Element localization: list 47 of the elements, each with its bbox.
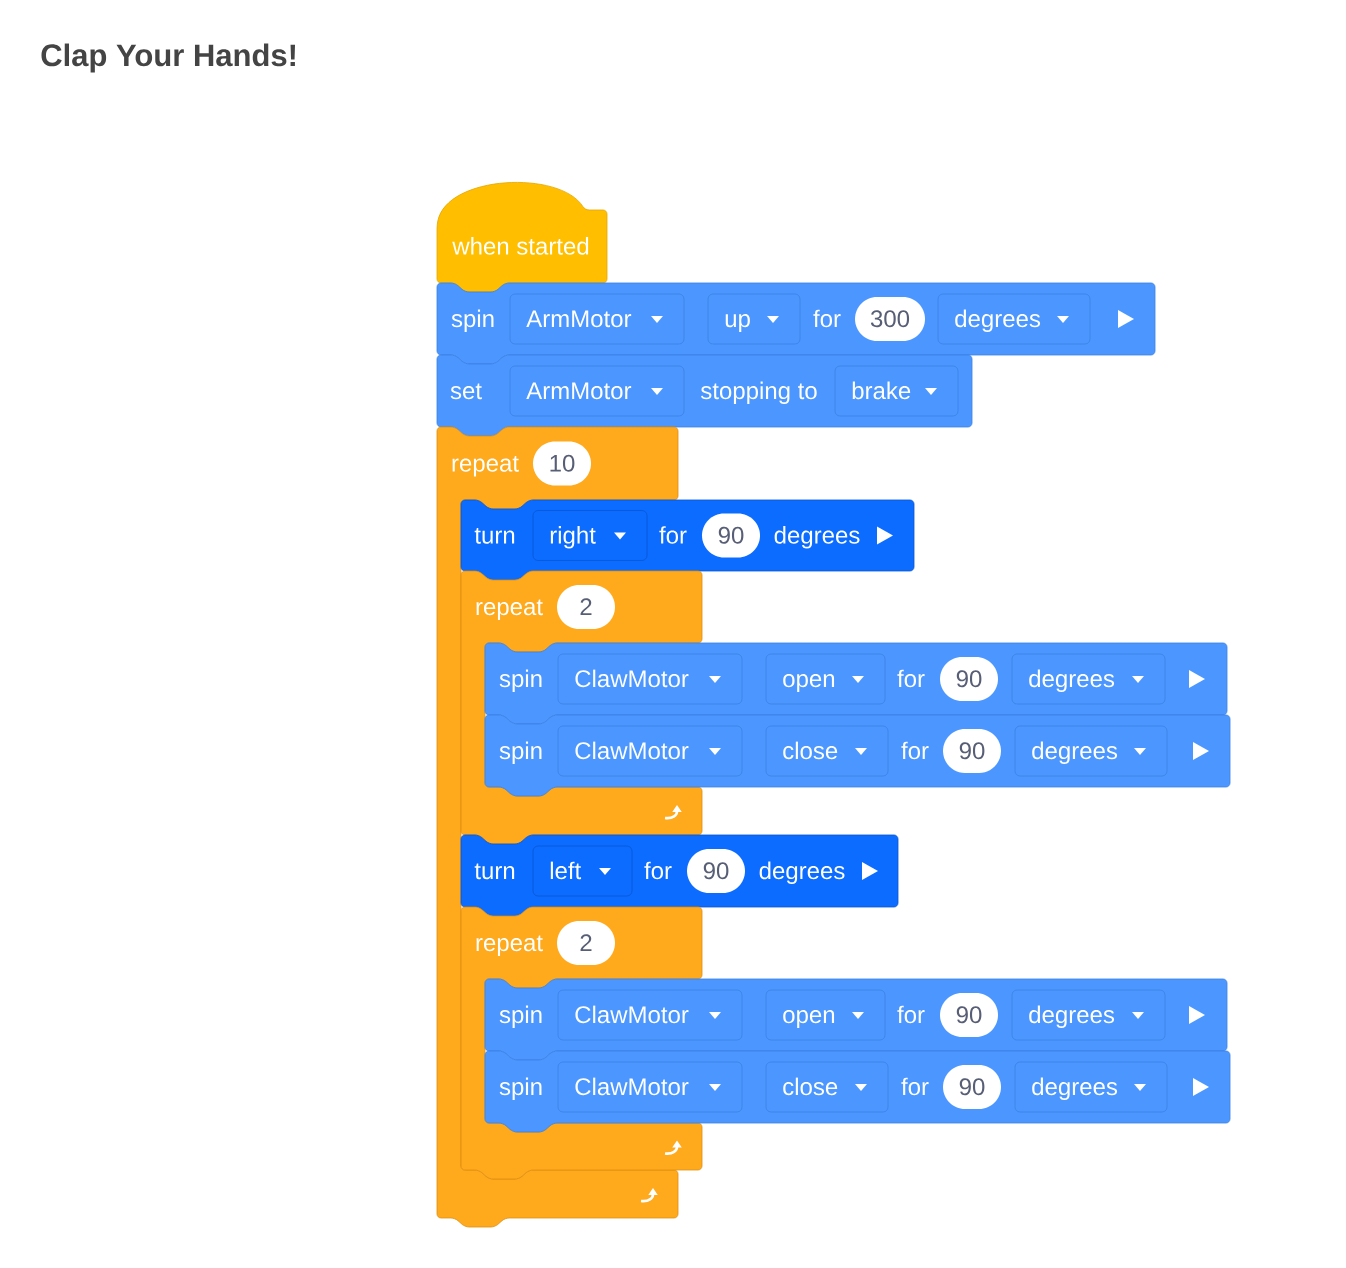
node-label: spin — [499, 741, 542, 764]
number-input: 90 — [687, 849, 745, 893]
number-input: 90 — [940, 993, 998, 1037]
dropdown: open — [765, 653, 886, 705]
dropdown: ClawMotor — [557, 653, 743, 705]
number-input: 10 — [533, 441, 591, 486]
node-label: for — [659, 526, 687, 544]
node-label: degrees — [759, 861, 845, 884]
hat-block: when started — [436, 182, 608, 293]
node-label: turn — [474, 863, 515, 880]
number-input: 90 — [943, 729, 1001, 773]
number-input: 90 — [943, 1065, 1001, 1109]
dropdown: up — [707, 293, 801, 345]
dropdown: ClawMotor — [557, 989, 743, 1041]
dropdown: ClawMotor — [557, 725, 743, 777]
dropdown: degrees — [1011, 653, 1166, 705]
dropdown: ClawMotor — [557, 1061, 743, 1113]
dropdown: close — [765, 725, 889, 777]
number-input: 300 — [855, 297, 925, 341]
dropdown: open — [765, 989, 886, 1041]
number-input: 2 — [557, 585, 615, 629]
number-input: 90 — [702, 513, 760, 558]
node-label: spin — [499, 669, 542, 692]
dropdown: degrees — [1011, 989, 1166, 1041]
node-label: for — [897, 1005, 925, 1024]
node-label: spin — [451, 309, 494, 332]
dropdown: ArmMotor — [509, 365, 685, 417]
number-input: 2 — [557, 921, 615, 965]
dropdown: close — [765, 1061, 889, 1113]
node-label: for — [901, 1077, 929, 1096]
node-label: spin — [499, 1077, 542, 1100]
dropdown: left — [532, 845, 633, 897]
dropdown: degrees — [1014, 725, 1168, 777]
node-label: degrees — [774, 526, 860, 549]
title: Clap Your Hands! — [41, 43, 295, 73]
dropdown: ArmMotor — [509, 293, 685, 345]
node-label: for — [897, 669, 925, 688]
number-input: 90 — [940, 657, 998, 701]
node-label: for — [644, 861, 672, 880]
node-label: spin — [499, 1005, 542, 1028]
dropdown: degrees — [1014, 1061, 1168, 1113]
dropdown: right — [532, 510, 648, 561]
node-label: for — [901, 741, 929, 760]
node-label: for — [813, 309, 841, 328]
node-label: turn — [474, 527, 515, 544]
dropdown: degrees — [937, 293, 1091, 345]
dropdown: brake — [834, 365, 959, 417]
